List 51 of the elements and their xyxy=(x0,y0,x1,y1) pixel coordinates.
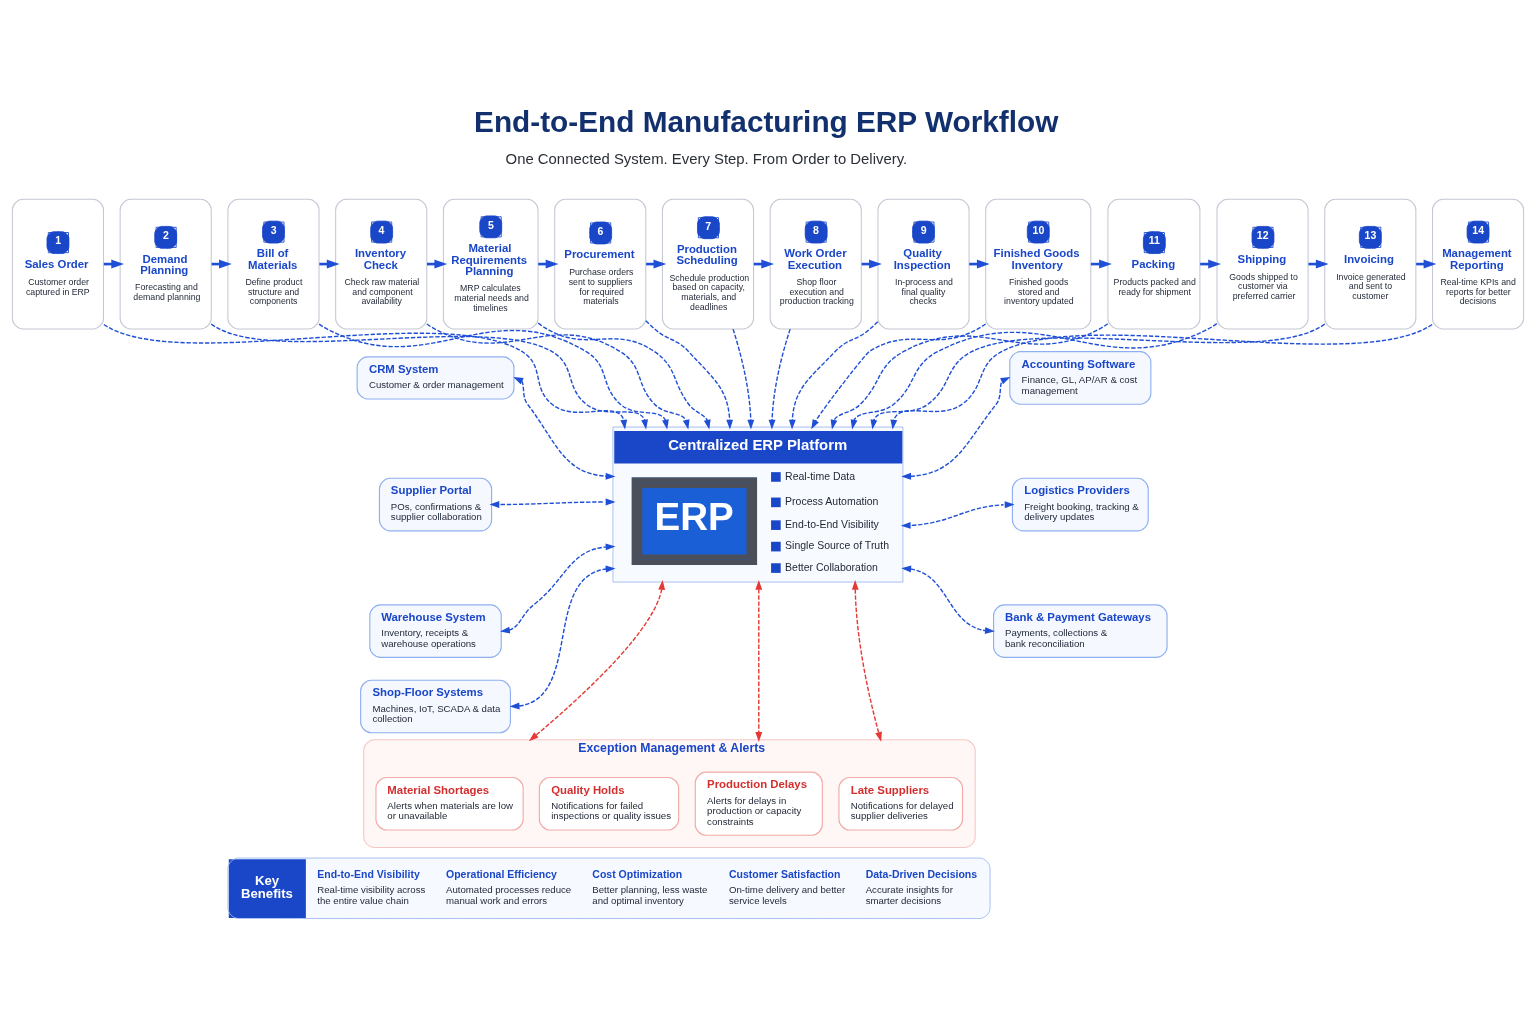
arrow xyxy=(210,323,648,430)
arrow xyxy=(528,580,666,742)
arrow xyxy=(870,323,1326,430)
arrow xyxy=(901,565,995,635)
node-box: Quality Holds Notifications for failed inspections or quality issues xyxy=(538,776,680,831)
arrow xyxy=(732,328,755,430)
diagram-title: End-to-End Manufacturing ERP Workflow xyxy=(474,104,1059,138)
node-box: 12 Shipping Goods shipped to customer via preferred carrier xyxy=(1216,198,1309,330)
node-box: 3 Bill of Materials Define product structure and components xyxy=(227,198,320,330)
arrow xyxy=(500,543,616,634)
node-box: 6 Procurement Purchase orders sent to suppliers for required materials xyxy=(554,198,647,330)
arrow xyxy=(318,323,669,430)
node-box: 10 Finished Goods Inventory Finished goods stored and inventory updated xyxy=(985,198,1092,330)
node-box: 7 Production Scheduling Schedule production based on capacity, materials, and deadlines xyxy=(661,198,755,330)
node-box: Shop-Floor Systems Machines, IoT, SCADA & data collection xyxy=(360,679,511,734)
arrow xyxy=(768,328,791,430)
arrow xyxy=(901,377,1011,480)
node-box: Late Suppliers Notifications for delayed supplier deliveries xyxy=(838,776,964,831)
node-box: 11 Packing Products packed and ready for shipment xyxy=(1107,198,1201,330)
arrow xyxy=(426,323,690,430)
arrow xyxy=(509,565,616,710)
node-box: Material Shortages Alerts when materials are low or unavailable xyxy=(375,776,524,831)
node-box: Supplier Portal POs, confirmations & supplier collaboration xyxy=(378,477,493,532)
arrow xyxy=(811,323,987,430)
label: One Connected System. Every Step. From Order to Delivery. xyxy=(505,151,908,168)
node-box: Bank & Payment Gateways Payments, collections & bank reconciliation xyxy=(993,604,1168,658)
arrow xyxy=(103,323,628,430)
node-box: 5 Material Requirements Planning MRP calculates material needs and timelines xyxy=(442,198,539,330)
node-box: 14 Management Reporting Real-time KPIs and reports for better decisions xyxy=(1431,198,1525,330)
node-box: Warehouse System Inventory, receipts & warehouse operations xyxy=(369,604,502,658)
node-box: 1 Sales Order Customer order captured in ERP xyxy=(11,198,105,330)
node-box: CRM System Customer & order management xyxy=(356,356,515,400)
node-box: 4 Inventory Check Check raw material and component availability xyxy=(335,198,428,330)
arrow xyxy=(851,579,882,742)
node-box: 8 Work Order Execution Shop floor execution and production tracking xyxy=(769,198,862,330)
arrow xyxy=(513,377,616,480)
node-box: 2 Demand Planning Forecasting and demand planning xyxy=(119,198,212,330)
arrow xyxy=(850,322,1218,430)
node-box: Production Delays Alerts for delays in production or capacity constraints xyxy=(694,771,823,836)
arrow xyxy=(900,501,1015,529)
arrow xyxy=(489,498,616,508)
arrow xyxy=(830,323,1109,430)
node-box: Logistics Providers Freight booking, tracking & delivery updates xyxy=(1011,477,1149,532)
arrow xyxy=(788,320,879,430)
arrow xyxy=(755,579,763,742)
arrow xyxy=(890,323,1433,430)
node-box: 9 Quality Inspection In-process and final quality checks xyxy=(877,198,970,330)
node-box: 13 Invoicing Invoice generated and sent to customer xyxy=(1324,198,1417,330)
node-box: Accounting Software Finance, GL, AP/AR & cost management xyxy=(1009,351,1152,405)
arrow xyxy=(537,322,711,430)
arrow xyxy=(645,319,734,430)
